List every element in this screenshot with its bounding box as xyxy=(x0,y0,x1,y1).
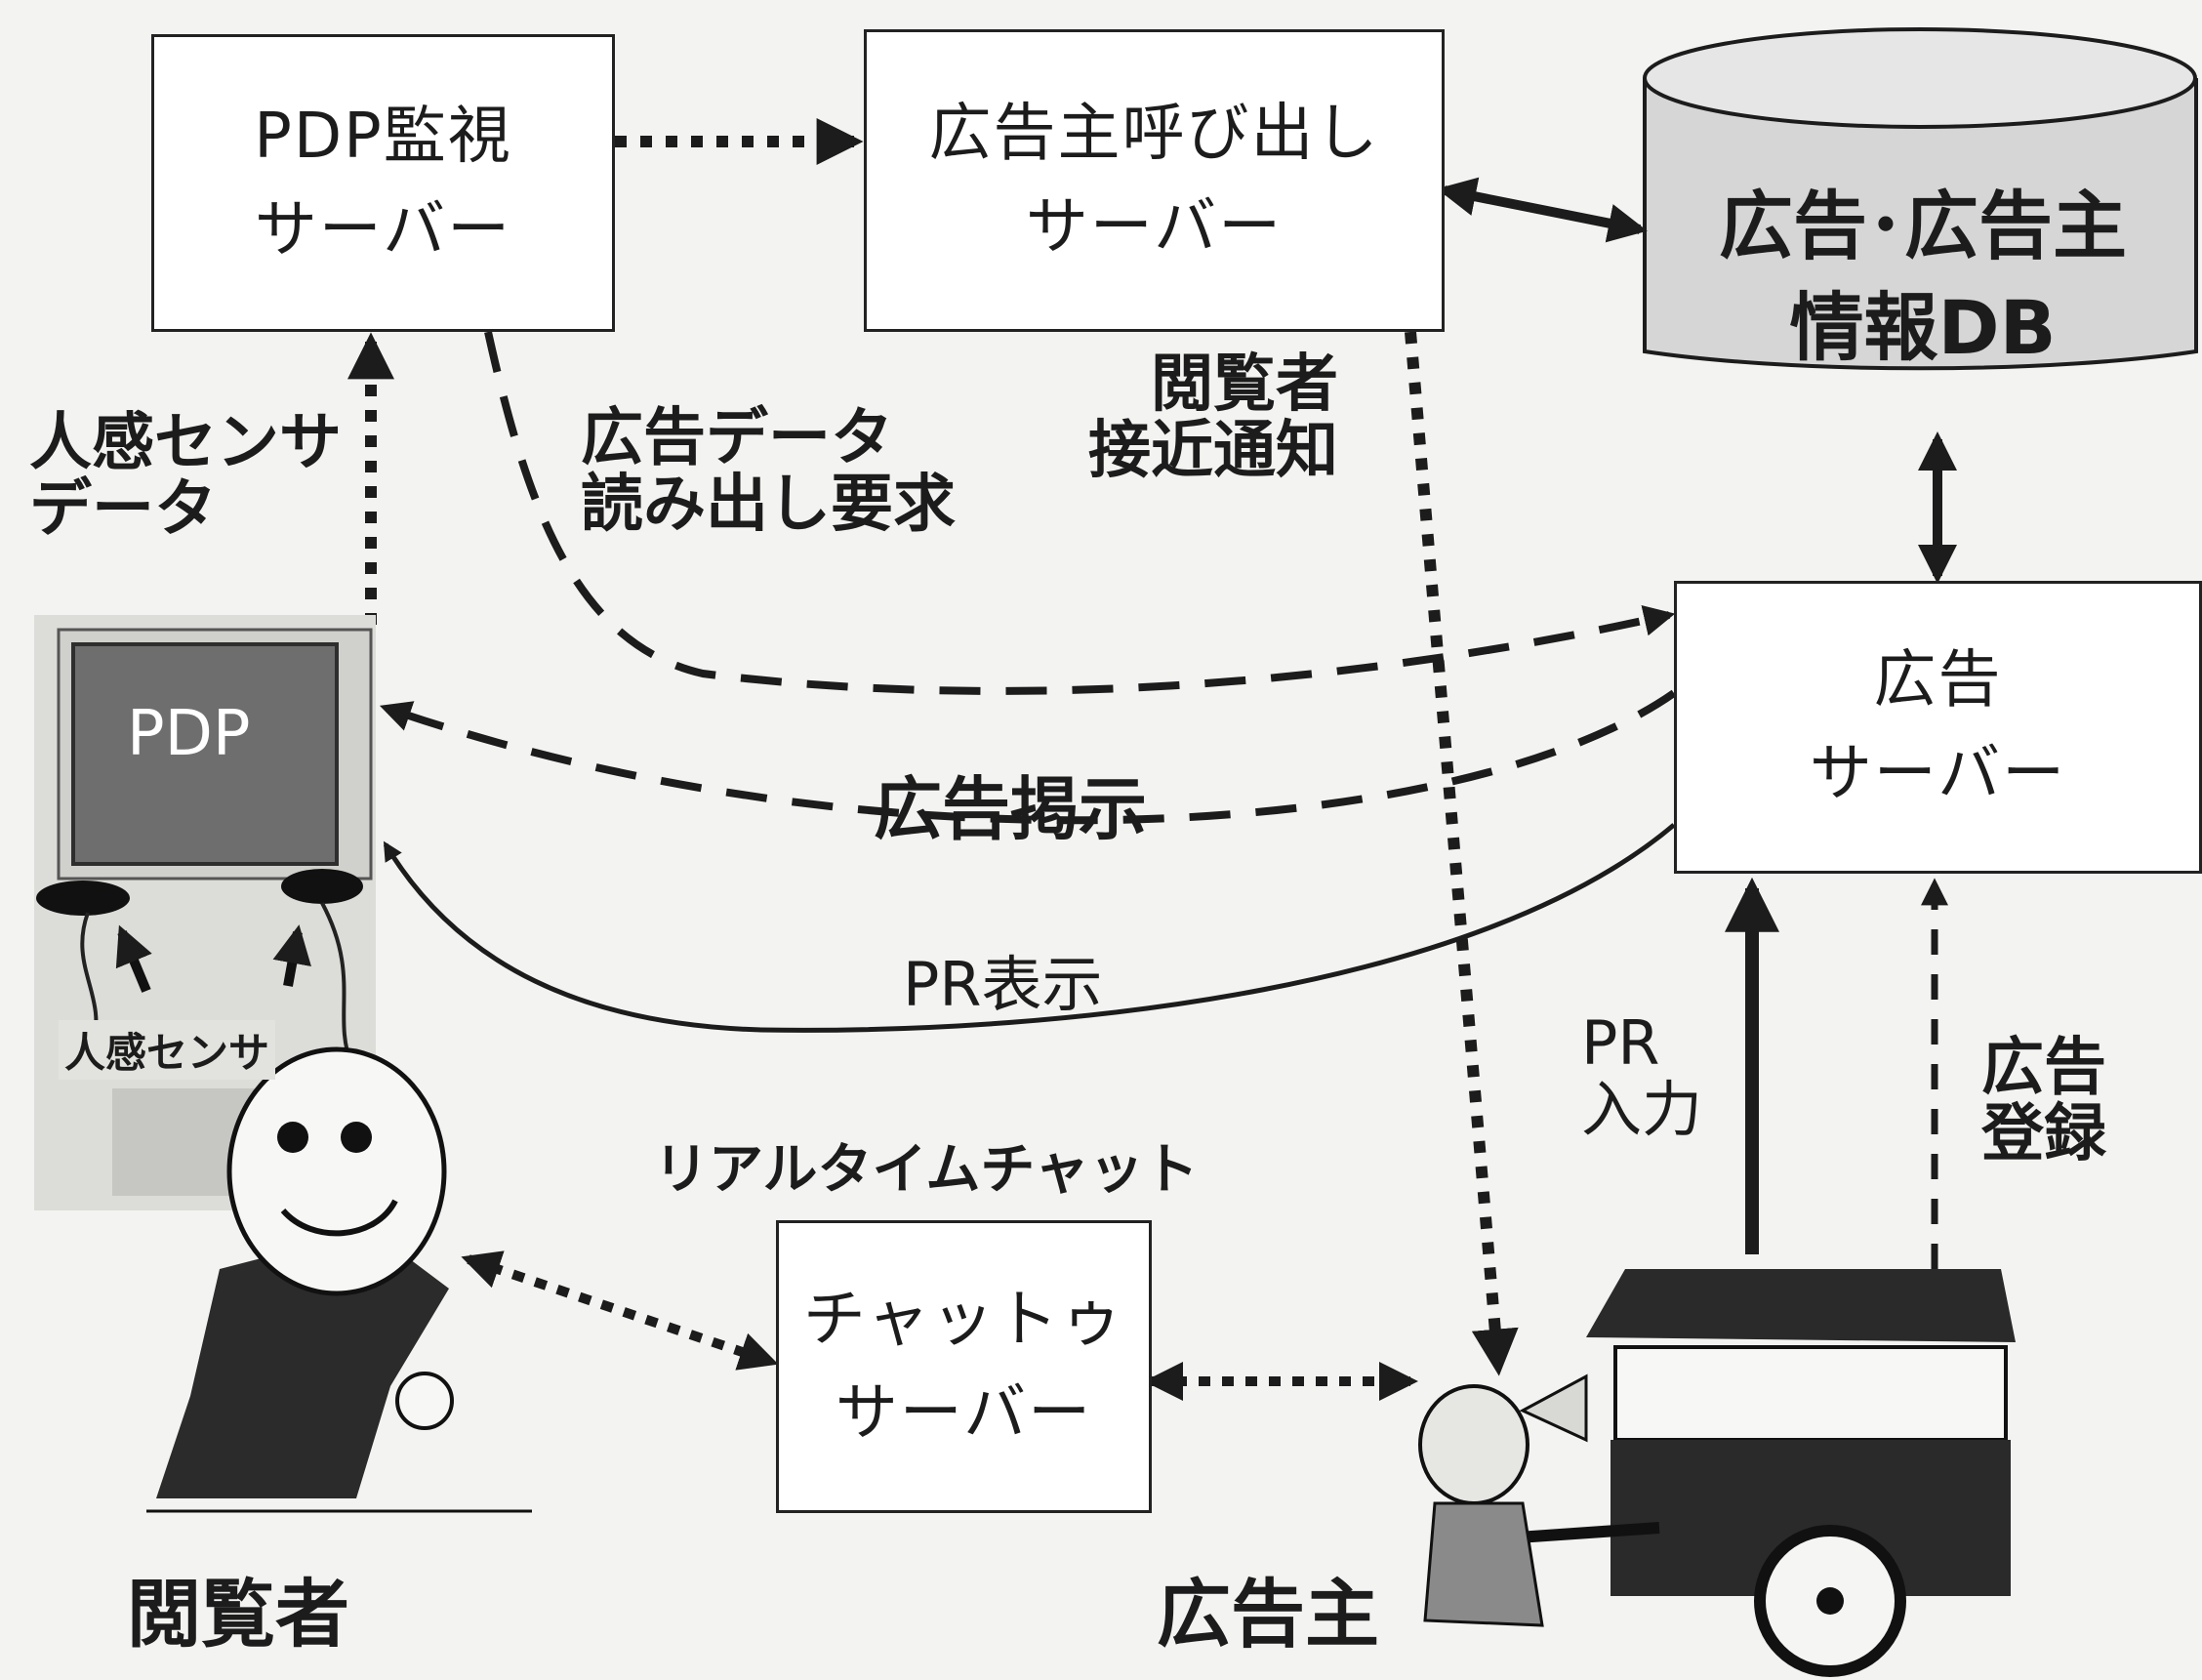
label-sensor-data: 人感センサ データ xyxy=(29,410,342,543)
label-viewer: 閲覧者 xyxy=(127,1571,349,1658)
label-realtime-chat: リアルタイムチャット xyxy=(654,1138,1199,1202)
sensor-tag-label: 人感センサ xyxy=(59,1020,276,1080)
label-ad-register: 広告 登録 xyxy=(1981,1035,2106,1168)
label-viewer-approach: 閲覧者 接近通知 xyxy=(1088,351,1338,484)
database-cylinder xyxy=(1643,27,2198,371)
label-pr-input-line2: 入力 xyxy=(1581,1074,1703,1145)
advertiser-cart-illustration xyxy=(1418,1269,2016,1677)
pdp-monitor-server: PDP監視 サーバー xyxy=(151,34,615,332)
advertiser-call-server-title: 広告主呼び出し xyxy=(928,98,1380,170)
label-viewer-approach-line1: 閲覧者 xyxy=(1151,348,1338,421)
arrow-call-db xyxy=(1437,177,1648,243)
label-pr-input-line1: PR xyxy=(1581,1007,1660,1079)
arrow-ad-data-request xyxy=(484,331,1676,695)
advertiser-call-server: 広告主呼び出し サーバー xyxy=(864,29,1445,332)
arrow-ad-display xyxy=(379,689,1677,825)
ad-server-title: 広告 xyxy=(1873,644,2003,717)
label-pr-input: PR 入力 xyxy=(1581,1010,1702,1143)
chat-server-subtitle: サーバー xyxy=(835,1377,1093,1450)
label-sensor-data-line1: 人感センサ xyxy=(29,407,342,479)
advertiser-call-server-subtitle: サーバー xyxy=(1025,191,1284,264)
arrow-viewer-chat xyxy=(461,1250,779,1371)
label-ad-data-request-line2: 読み出し要求 xyxy=(581,469,956,541)
arrow-pr-display xyxy=(383,823,1676,1033)
arrow-approach-notify xyxy=(1405,331,1519,1376)
label-advertiser: 広告主 xyxy=(1157,1571,1379,1658)
label-ad-register-line1: 広告 xyxy=(1981,1032,2106,1104)
ad-info-database-title: 広告･広告主 xyxy=(1719,183,2127,269)
label-ad-data-request: 広告データ 読み出し要求 xyxy=(581,405,956,538)
pdp-monitor-server-subtitle: サーバー xyxy=(254,193,512,266)
chat-server: チャットゥ サーバー xyxy=(776,1220,1152,1513)
chat-server-title: チャットゥ xyxy=(802,1284,1125,1356)
ad-server: 広告 サーバー xyxy=(1674,581,2202,874)
label-pr-display: PR表示 xyxy=(903,949,1103,1020)
pdp-display-illustration xyxy=(34,615,376,1210)
label-viewer-approach-line2: 接近通知 xyxy=(1088,415,1338,487)
ad-info-database: 広告･広告主 情報DB xyxy=(1659,176,2186,379)
label-ad-display: 広告掲示 xyxy=(874,769,1147,849)
label-ad-data-request-line1: 広告データ xyxy=(581,402,893,474)
pdp-monitor-server-title: PDP監視 xyxy=(254,100,512,173)
ad-server-subtitle: サーバー xyxy=(1809,738,2067,810)
ad-info-database-subtitle: 情報DB xyxy=(1789,284,2057,371)
pdp-screen-label: PDP xyxy=(127,698,251,770)
label-ad-register-line2: 登録 xyxy=(1981,1098,2106,1170)
label-sensor-data-line2: データ xyxy=(29,473,217,546)
viewer-figure xyxy=(146,1046,532,1513)
